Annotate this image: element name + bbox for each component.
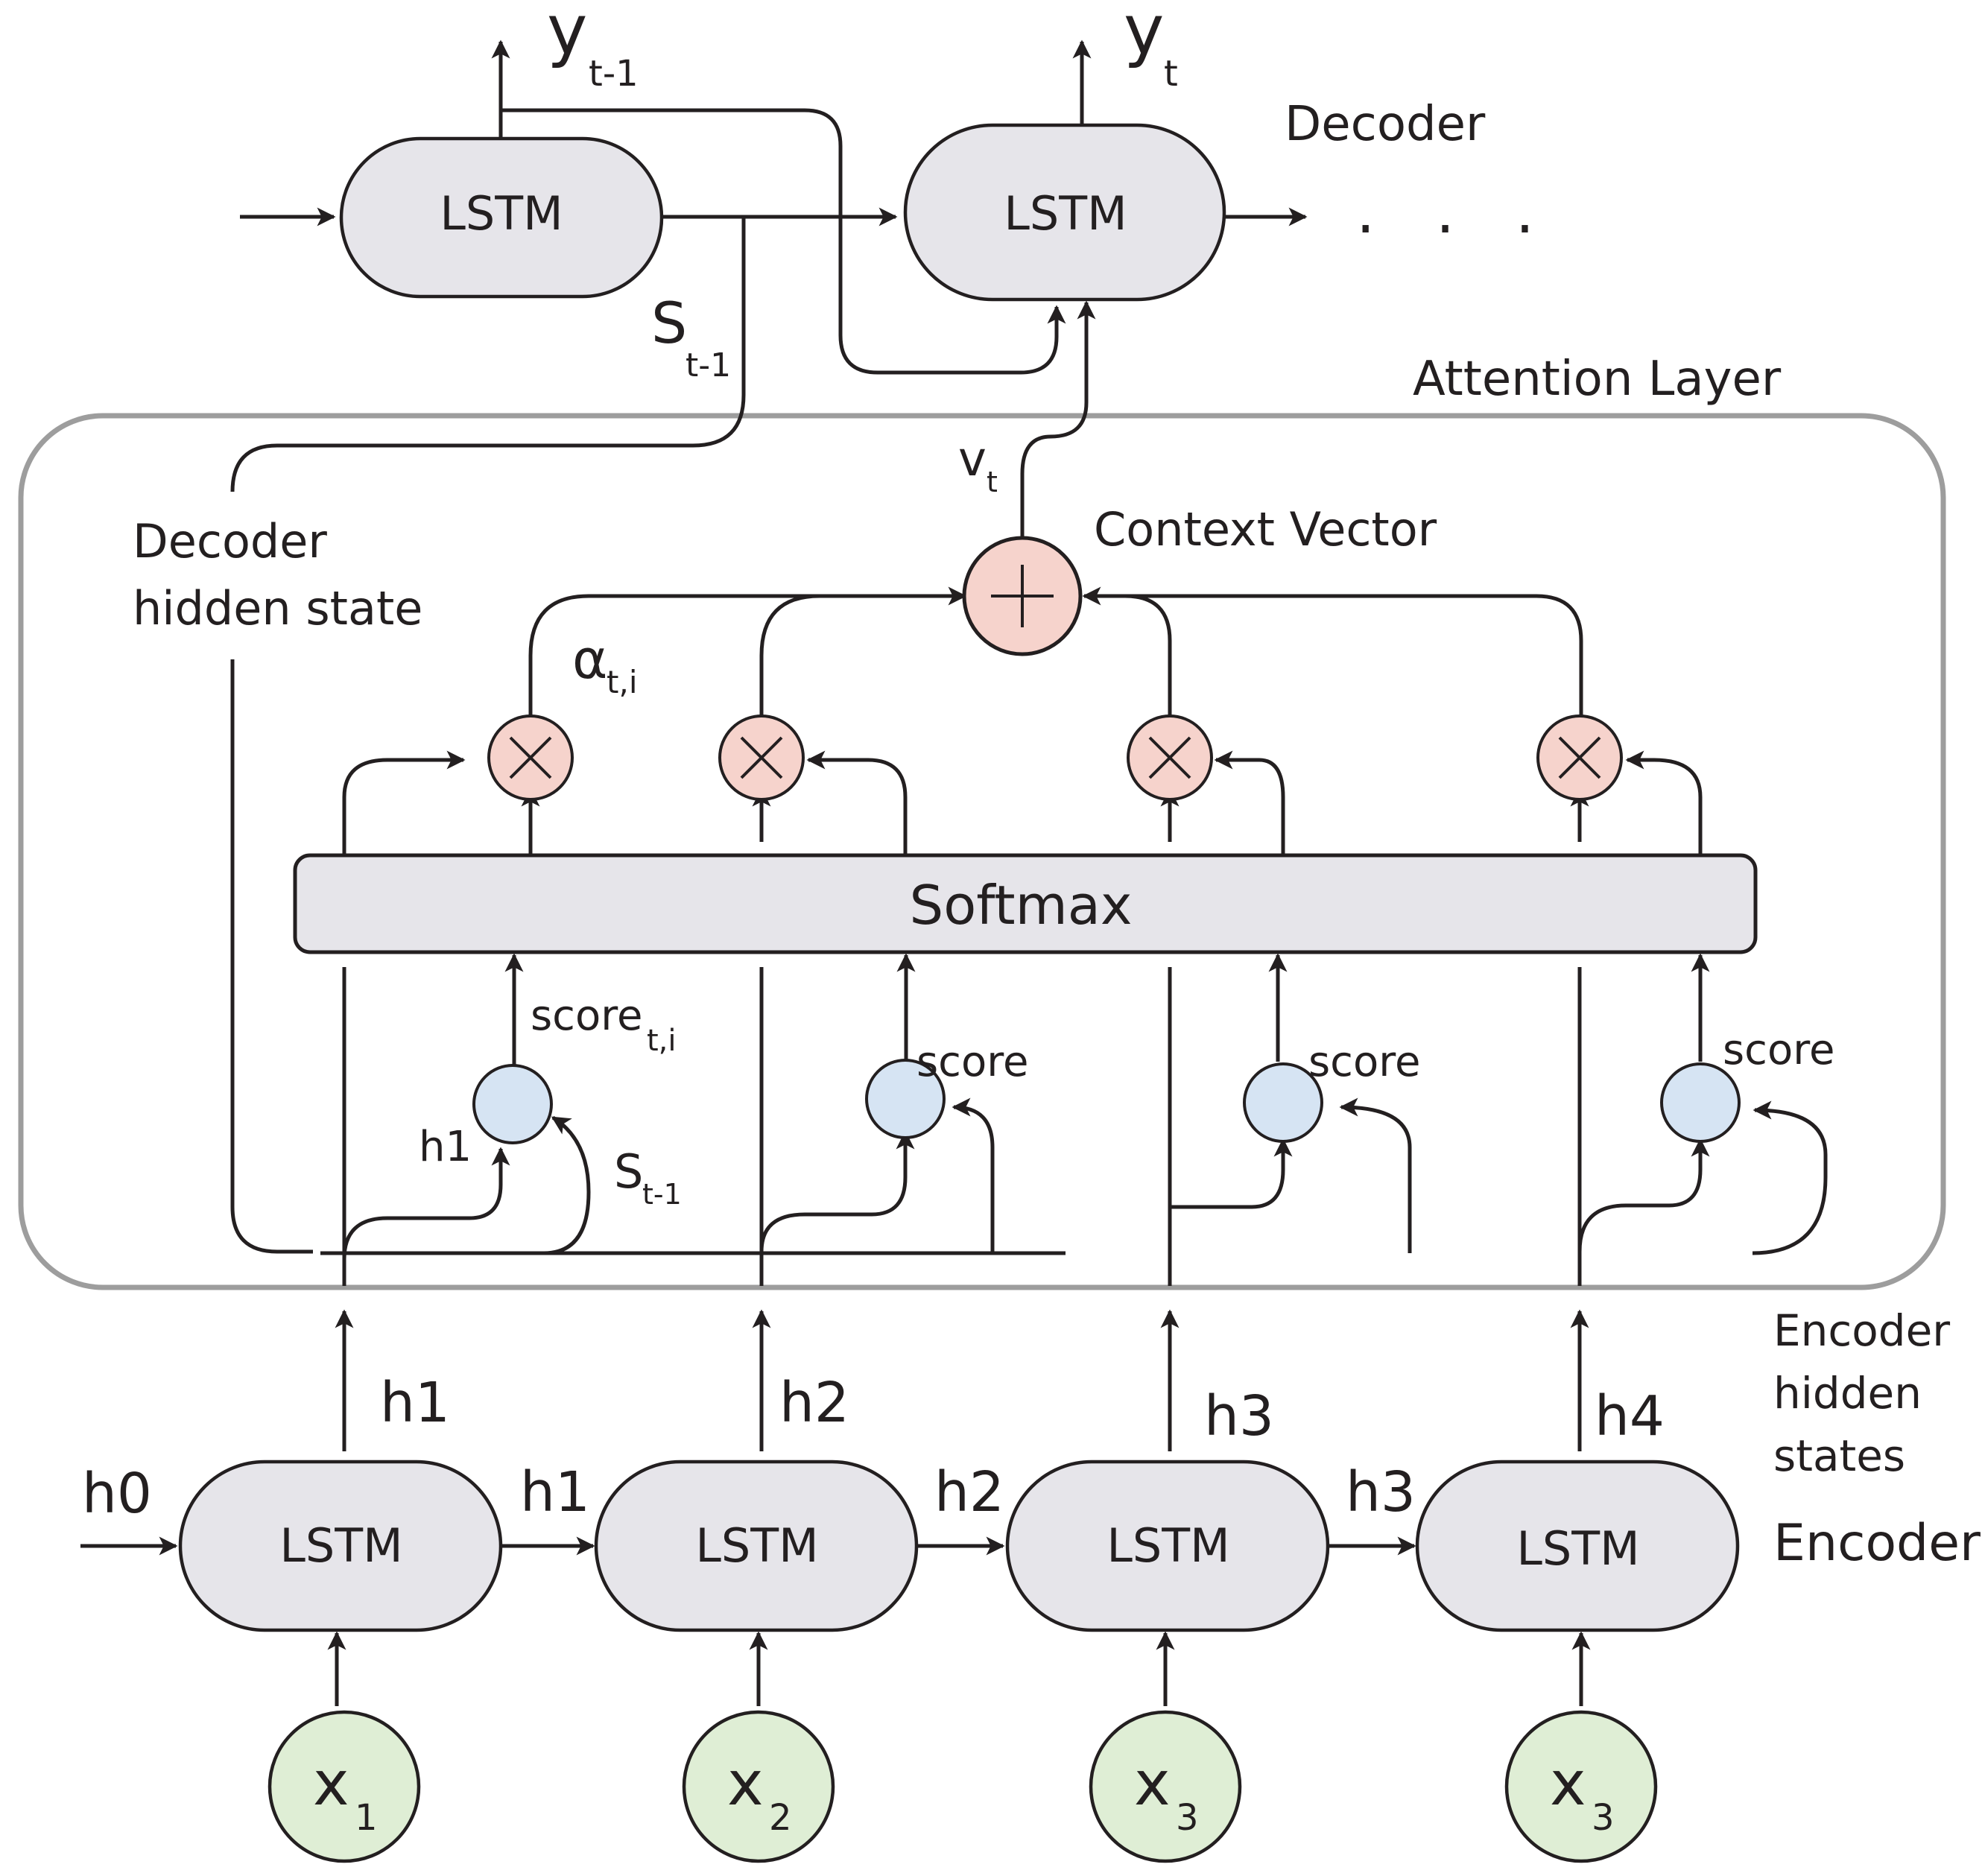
score-h1-label: h1 [419,1123,472,1171]
input-3-main: x [1134,1749,1171,1819]
alpha4-to-context [1125,594,1583,730]
decoder-lstm-curr-label: LSTM [1004,186,1127,241]
encoder-hidden-states-line1: Encoder [1773,1305,1950,1356]
attention-layer-frame [18,413,1946,1290]
score-node-4 [1660,1062,1741,1143]
enc-out-label-2: h2 [779,1371,849,1435]
score-label-3: score [1308,1038,1420,1086]
alpha2-to-context [759,594,965,745]
context-vector-label: Context Vector [1094,502,1437,557]
enc-out-label-1: h1 [380,1371,450,1435]
score-first-main: score [531,992,642,1040]
y-curr-sub: t [1164,53,1178,95]
input-1-sub: 1 [355,1797,378,1839]
h3-to-mult [1214,750,1285,854]
decoder-state-sub: t-1 [686,346,731,384]
encoder-lstm-2 [594,1460,919,1632]
input-node-4 [1504,1710,1658,1863]
input-node-1 [267,1710,421,1863]
multiply-icon [1558,736,1601,779]
h4-to-score [1577,1138,1710,1252]
decoder-hidden-to-attention [230,217,746,492]
attention-title: Attention Layer [1413,352,1782,407]
decoder-lstm-prev-label: LSTM [440,186,563,241]
score-label-2: score [916,1038,1028,1086]
multiply-icon [509,736,552,779]
encoder-lstm-2-label: LSTM [695,1518,818,1573]
input-3-sub: 3 [1176,1797,1199,1839]
encoder-lstm-4-label: LSTM [1516,1521,1639,1576]
context-symbol-main: v [958,432,987,487]
input-2-main: x [727,1749,764,1819]
encoder-lstm-3 [1005,1460,1330,1632]
score-st1-main: S [614,1144,643,1199]
y-prev-main: y [547,0,587,70]
encoder-hidden-states-line3: states [1773,1430,1905,1481]
softmax-box [293,853,1758,954]
alpha3-to-context [1082,586,1172,730]
chain-label-1: h1 [520,1460,590,1524]
score-node-2 [865,1059,946,1139]
st1-to-score1 [543,1115,591,1255]
decoder-hidden-state-line1: Decoder [133,514,327,568]
feedback-wire [501,108,1066,375]
y-curr-main: y [1124,0,1164,70]
chain-label-2: h2 [934,1460,1004,1524]
alpha-main: α [572,628,607,691]
y-prev-sub: t-1 [589,53,639,95]
score-node-3 [1243,1062,1323,1143]
alpha-sub: t,i [607,664,638,700]
encoder-lstm-1-label: LSTM [279,1518,402,1573]
h4-to-mult [1625,750,1703,854]
alpha1-to-context [528,586,967,854]
decoder-hidden-state-line2: hidden state [133,581,422,636]
decoder-ellipsis: . . . [1356,177,1555,247]
decoder-lstm-prev [339,136,664,299]
input-node-2 [682,1710,835,1863]
input-node-3 [1089,1710,1242,1863]
score-st1-sub: t-1 [642,1178,682,1211]
h3-to-score [1168,1138,1293,1252]
multiply-icon [740,736,783,779]
context-symbol-sub: t [987,466,998,498]
multiply-nodes [487,714,1623,801]
plus-icon [991,565,1054,627]
decoder-hidden-down [230,659,313,1254]
h2-to-mult [806,750,908,854]
input-nodes [267,1710,1658,1863]
h1-to-score [342,1147,510,1260]
st1-to-score4 [1752,1100,1828,1255]
h1-to-mult [342,750,466,854]
decoder-title: Decoder [1285,97,1486,152]
input-4-main: x [1550,1749,1586,1819]
h0-label: h0 [82,1462,152,1526]
input-2-sub: 2 [769,1797,792,1839]
decoder-lstm-curr [903,123,1226,302]
softmax-label: Softmax [910,874,1133,937]
encoder-lstm-4 [1415,1460,1740,1632]
score-first-sub: t,i [647,1024,677,1058]
multiply-icon [1148,736,1191,779]
enc-out-label-3: h3 [1204,1384,1274,1448]
context-to-decoder [1020,300,1096,566]
st1-to-score3 [1339,1097,1412,1253]
decoder-state-main: S [651,290,687,356]
encoder-lstm-3-label: LSTM [1106,1518,1229,1573]
encoder-cells [178,1460,1740,1632]
input-4-sub: 3 [1592,1797,1615,1839]
enc-out-label-4: h4 [1595,1384,1665,1448]
encoder-hidden-states-line2: hidden [1773,1368,1922,1419]
encoder-lstm-1 [178,1460,503,1632]
encoder-title: Encoder [1773,1514,1981,1573]
st1-to-score2 [952,1097,995,1253]
chain-label-3: h3 [1346,1460,1416,1524]
score-node-1 [472,1064,553,1144]
h2-to-score [759,1130,915,1252]
score-nodes [472,1059,1741,1144]
input-1-main: x [313,1749,349,1819]
score-label-4: score [1723,1026,1834,1074]
